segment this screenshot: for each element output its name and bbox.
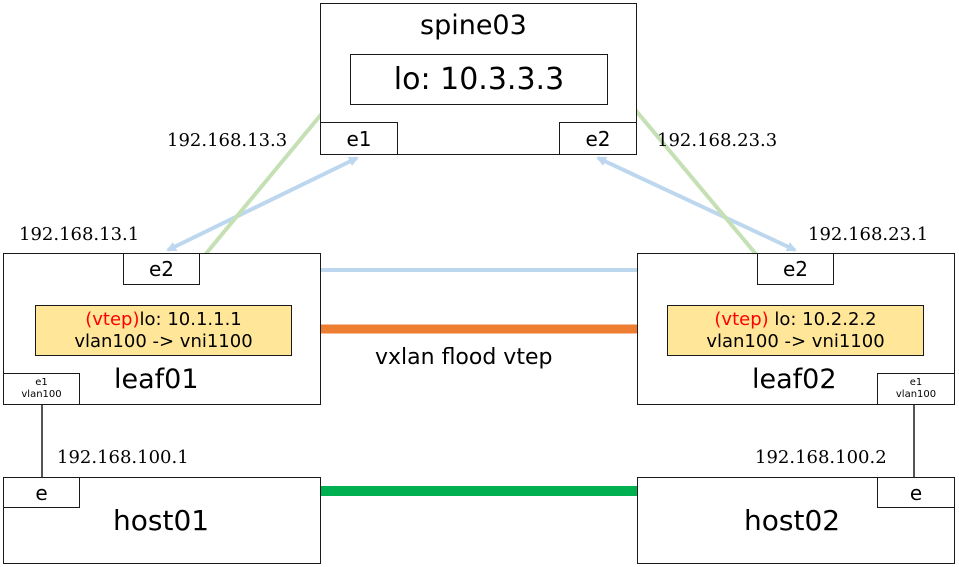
leaf02-port-e2: e2 [757,253,834,285]
spine03-loopback: lo: 10.3.3.3 [350,54,608,105]
leaf01-port-e1-vlan: vlan100 [21,389,62,400]
leaf01-vtep: (vtep)lo: 10.1.1.1 vlan100 -> vni1100 [35,305,292,356]
leaf02-vtep-mapping: vlan100 -> vni1100 [706,331,885,352]
leaf02-title: leaf02 [752,364,837,395]
host01-port: e [3,477,80,508]
leaf02-vtep: (vtep) lo: 10.2.2.2 vlan100 -> vni1100 [667,305,924,356]
ip-leaf02-e2: 192.168.23.1 [808,224,929,245]
ip-leaf01-e2: 192.168.13.1 [19,224,140,245]
ip-spine-e2: 192.168.23.3 [657,130,778,151]
leaf02-port-e1-label: e1 [909,377,923,388]
leaf02-port-e1: e1 vlan100 [877,373,955,405]
host02-port: e [877,477,955,508]
host01-node [3,477,321,564]
leaf01-vtep-mapping: vlan100 -> vni1100 [74,331,253,352]
vxlan-flood-label: vxlan flood vtep [375,345,553,370]
leaf02-vtep-tag: (vtep) [714,309,769,330]
leaf01-vtep-tag: (vtep) [85,309,140,330]
leaf01-port-e2: e2 [123,253,200,285]
host02-title: host02 [744,504,841,537]
ip-host01: 192.168.100.1 [57,447,189,468]
leaf01-port-e1: e1 vlan100 [3,373,80,405]
leaf01-port-e1-label: e1 [35,377,48,388]
leaf02-port-e1-vlan: vlan100 [895,389,937,400]
ip-host02: 192.168.100.2 [755,447,887,468]
spine03-port-e1: e1 [320,122,398,155]
leaf01-vtep-loopback: lo: 10.1.1.1 [139,309,242,330]
link-spine-e1-leaf01-e2 [166,156,359,252]
spine03-title: spine03 [420,10,527,41]
leaf02-vtep-loopback: lo: 10.2.2.2 [768,309,877,330]
link-spine-e2-leaf02-e2 [596,156,797,252]
spine03-port-e2: e2 [559,122,637,155]
ip-spine-e1: 192.168.13.3 [167,130,288,151]
leaf01-title: leaf01 [114,364,199,395]
host01-title: host01 [113,504,210,537]
